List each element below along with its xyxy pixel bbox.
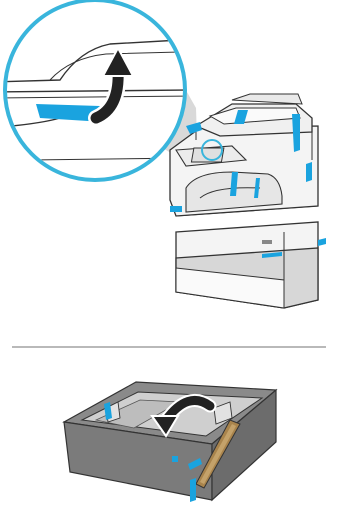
section-divider xyxy=(12,346,326,348)
printer-illustration xyxy=(0,0,338,340)
paper-tray-illustration xyxy=(0,360,338,512)
drawer-handle xyxy=(262,240,272,244)
zoom-callout xyxy=(0,0,190,180)
